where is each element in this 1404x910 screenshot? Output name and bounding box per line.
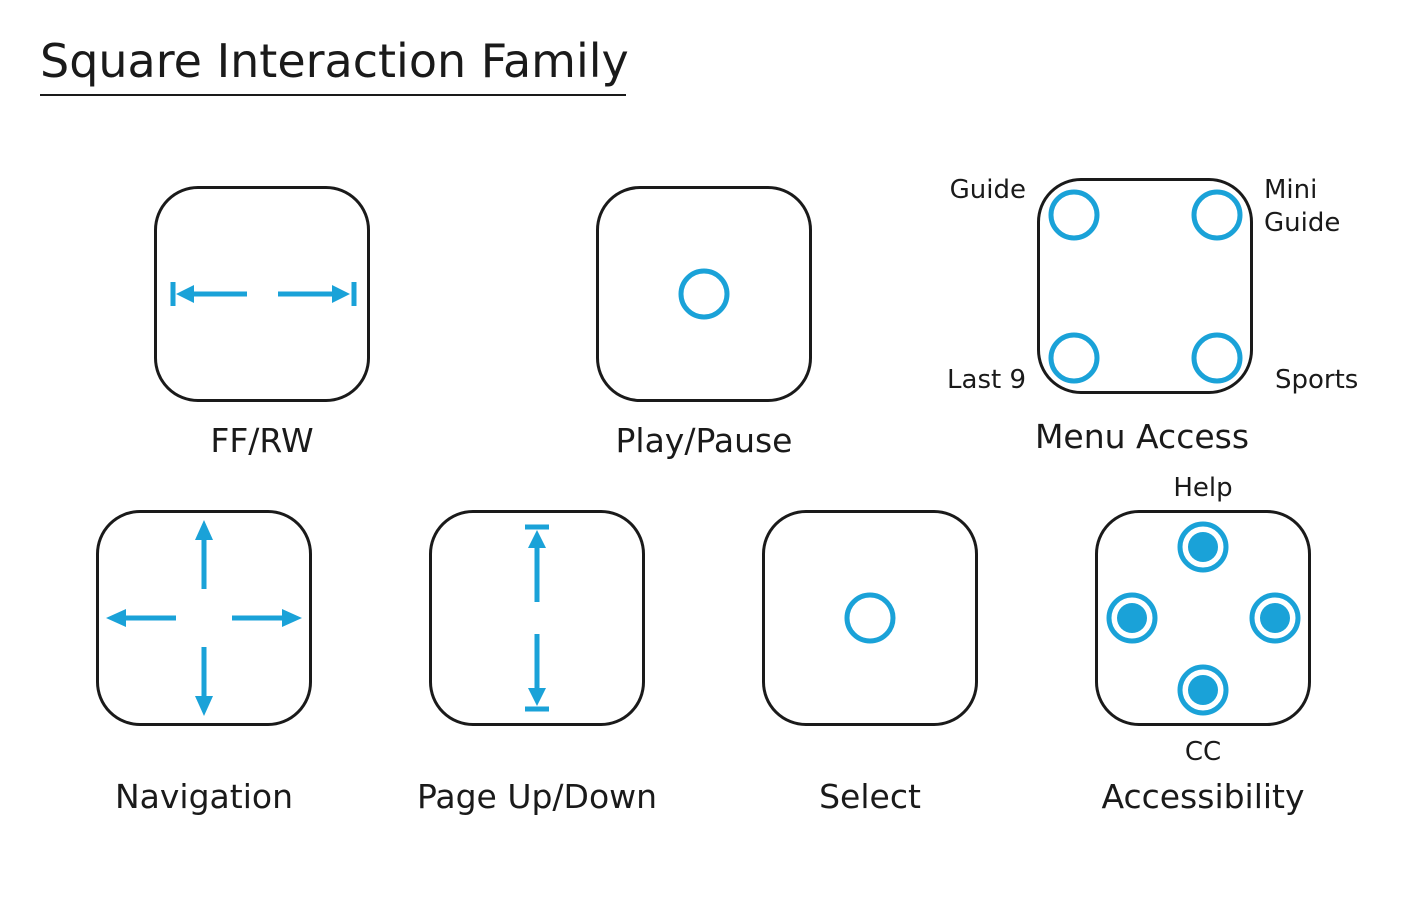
- page-up-down-label: Page Up/Down: [416, 777, 658, 816]
- accessibility-pad[interactable]: [1095, 510, 1311, 726]
- menu-sports-label: Sports: [1275, 365, 1359, 395]
- menu-access-pad[interactable]: [1037, 178, 1253, 394]
- play-pause-pad[interactable]: [596, 186, 812, 402]
- select-pad[interactable]: [762, 510, 978, 726]
- double-arrow-horizontal-icon: [170, 282, 357, 306]
- accessibility-help-label: Help: [1173, 473, 1233, 503]
- filled-dots-icon: [1106, 521, 1301, 716]
- menu-last9-label: Last 9: [947, 365, 1026, 395]
- double-arrow-vertical-icon: [525, 524, 549, 712]
- play-pause-label: Play/Pause: [615, 421, 793, 460]
- menu-guide-label: Guide: [949, 175, 1026, 205]
- menu-mini-guide-label-line2: Guide: [1264, 208, 1341, 238]
- ff-rw-pad[interactable]: [154, 186, 370, 402]
- tap-circle-icon: [844, 592, 896, 644]
- ff-rw-label: FF/RW: [210, 421, 314, 460]
- select-label: Select: [819, 777, 921, 816]
- navigation-pad[interactable]: [96, 510, 312, 726]
- page-up-down-pad[interactable]: [429, 510, 645, 726]
- menu-access-label: Menu Access: [1034, 417, 1250, 456]
- accessibility-cc-label: CC: [1184, 737, 1222, 767]
- corner-circles-icon: [1048, 189, 1243, 384]
- accessibility-label: Accessibility: [1101, 777, 1305, 816]
- menu-mini-guide-label-line1: Mini: [1264, 175, 1318, 205]
- navigation-label: Navigation: [115, 777, 293, 816]
- page-title: Square Interaction Family: [40, 30, 629, 96]
- tap-circle-icon: [678, 268, 730, 320]
- four-way-arrows-icon: [106, 520, 302, 716]
